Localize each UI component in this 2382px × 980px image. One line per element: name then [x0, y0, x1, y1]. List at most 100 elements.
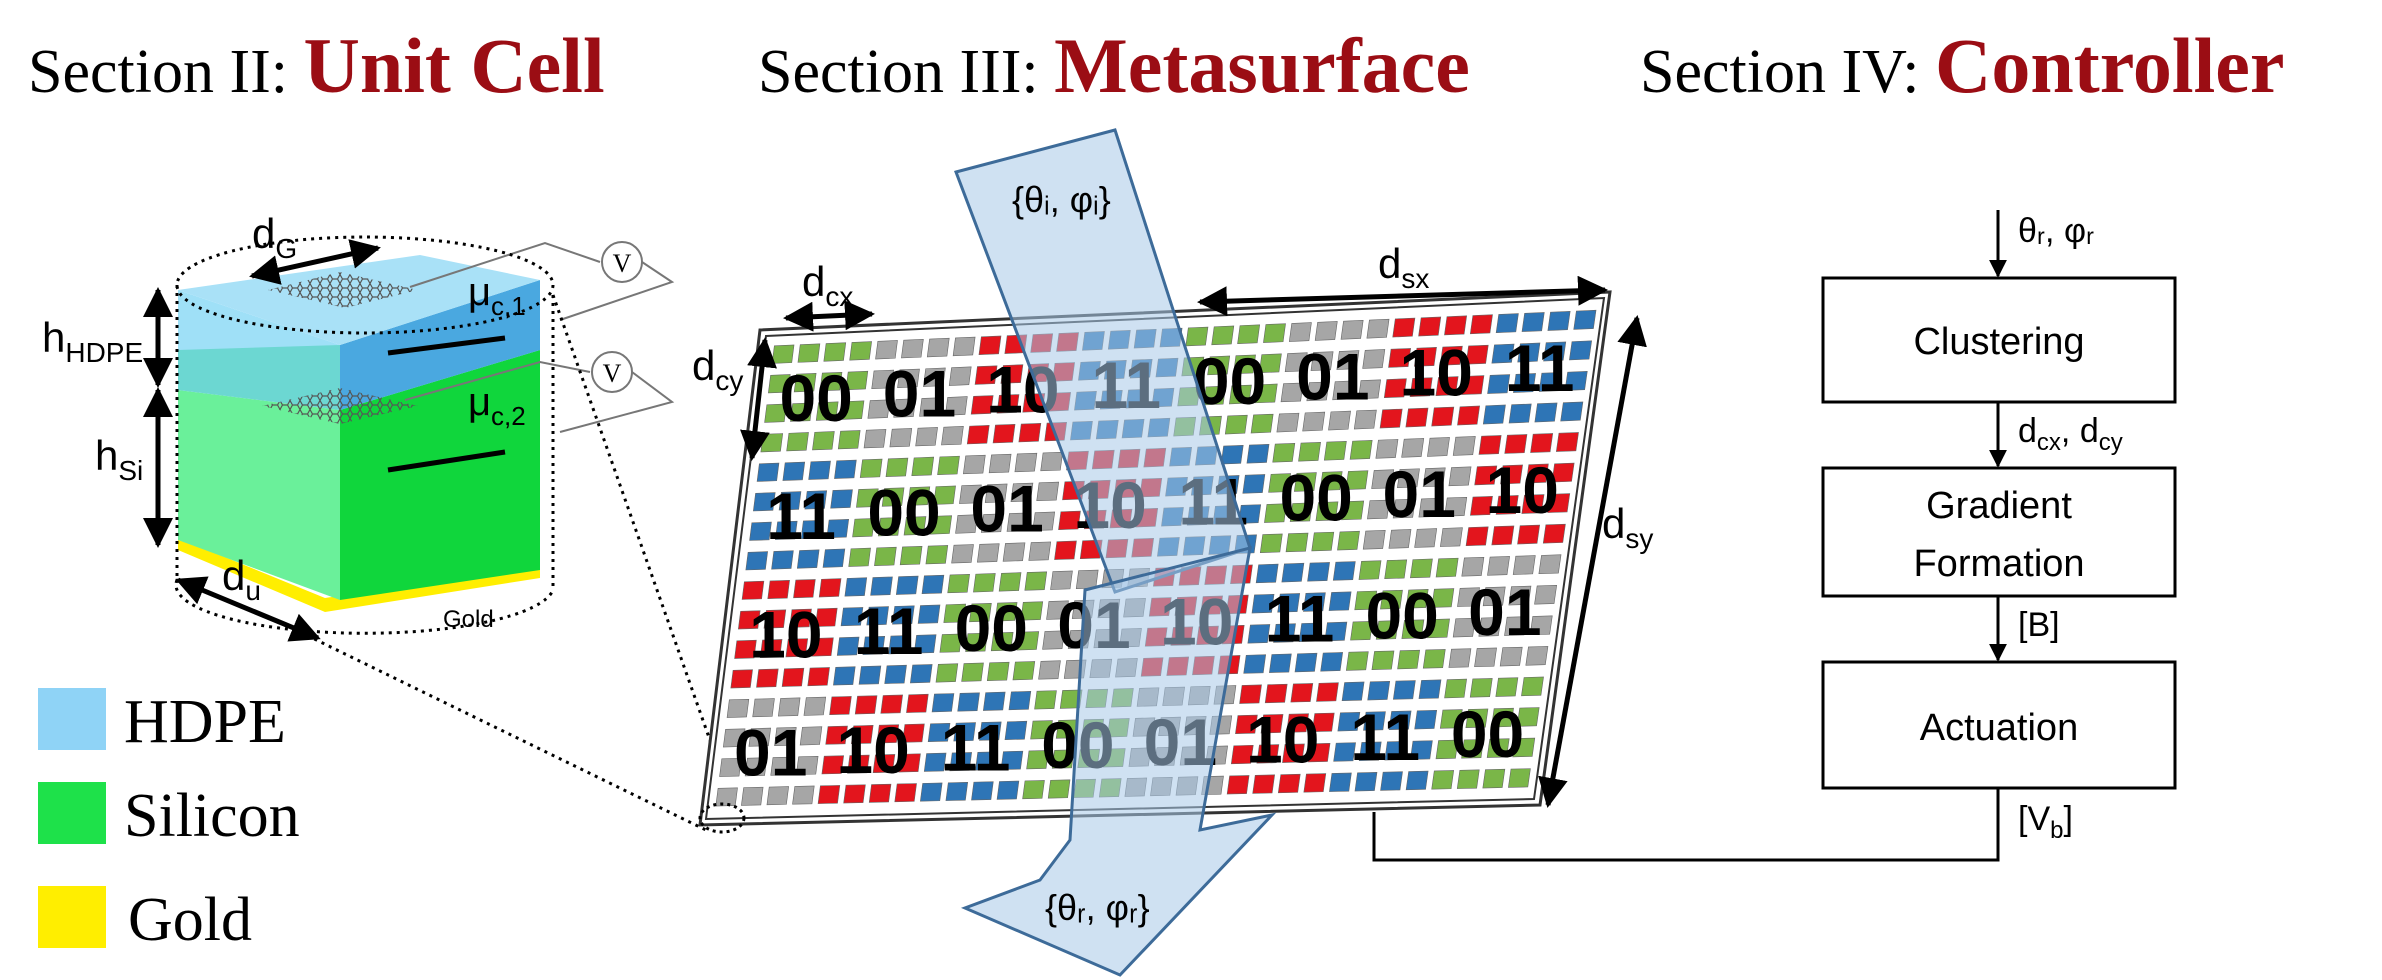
- dim-arrow-dcx: [783, 300, 875, 332]
- output-Vb-label: [Vb]: [2018, 800, 2073, 844]
- legend-label-gold: Gold: [128, 886, 252, 954]
- meta-cell-00: [1521, 676, 1544, 697]
- dim-arrow-dsx: [1197, 275, 1608, 317]
- meta-cell-11: [1405, 770, 1429, 791]
- meta-cell-00: [1224, 414, 1248, 435]
- meta-cell-11: [1521, 312, 1545, 332]
- meta-cell-10: [1226, 775, 1250, 795]
- meta-cell-00: [823, 342, 847, 362]
- meta-cell-00: [1311, 531, 1335, 552]
- meta-cell-00: [1047, 779, 1071, 799]
- meta-cell-01: [1032, 511, 1056, 531]
- meta-cell-00: [1422, 649, 1446, 669]
- meta-cell-10: [1022, 393, 1046, 413]
- meta-cell-00: [856, 488, 879, 508]
- meta-cell-00: [1358, 560, 1382, 580]
- meta-cell-01: [1482, 586, 1506, 607]
- label-dsy: dsy: [1602, 500, 1653, 554]
- meta-cell-10: [741, 580, 765, 600]
- meta-cell-11: [1324, 621, 1348, 642]
- meta-cell-00: [1211, 325, 1235, 346]
- meta-cell-01: [941, 426, 964, 446]
- meta-cell-01: [715, 787, 738, 807]
- meta-cell-10: [880, 694, 903, 714]
- meta-cell-01: [1362, 349, 1386, 369]
- meta-cell-00: [1285, 532, 1309, 553]
- meta-cell-00: [1461, 739, 1484, 759]
- label-dcx: dcx: [802, 258, 853, 312]
- zoom-line-bottom: [299, 630, 707, 832]
- cluster-code-label: 01: [970, 472, 1043, 546]
- meta-cell-10: [1504, 434, 1528, 454]
- cluster-code-label: 00: [1365, 578, 1438, 652]
- meta-cell-10: [1470, 496, 1493, 516]
- meta-cell-00: [1016, 631, 1040, 651]
- meta-cell-11: [1247, 624, 1271, 644]
- meta-cell-00: [1024, 571, 1048, 591]
- meta-cell-11: [1547, 311, 1571, 331]
- meta-cell-01: [803, 696, 827, 716]
- meta-cell-11: [830, 489, 853, 509]
- meta-cell-10: [906, 693, 929, 713]
- meta-cell-10: [756, 668, 779, 688]
- meta-cell-11: [800, 519, 824, 540]
- meta-cell-00: [1229, 384, 1252, 405]
- meta-cell-01: [901, 339, 924, 359]
- meta-cell-00: [837, 430, 861, 450]
- meta-cell-00: [947, 574, 970, 594]
- cluster-code-label: 11: [766, 479, 836, 553]
- label-gold: Gold: [443, 606, 494, 633]
- meta-cell-00: [1337, 530, 1360, 551]
- meta-cell-10: [1316, 682, 1339, 702]
- meta-cell-10: [1230, 744, 1254, 765]
- meta-cell-01: [863, 429, 887, 449]
- meta-cell-10: [992, 424, 1016, 444]
- meta-cell-01: [1336, 350, 1360, 370]
- meta-cell-00: [1341, 500, 1365, 521]
- meta-cell-11: [895, 575, 919, 595]
- cluster-code-label: 10: [1400, 335, 1473, 409]
- meta-cell-10: [781, 667, 805, 687]
- meta-cell-00: [929, 515, 953, 535]
- legend-label-silicon: Silicon: [124, 782, 300, 850]
- dim-arrow-dsy: [1538, 315, 1647, 808]
- meta-cell-11: [1487, 374, 1511, 394]
- meta-cell-01: [1397, 468, 1420, 488]
- meta-cell-11: [975, 751, 998, 771]
- meta-cell-01: [744, 757, 768, 777]
- meta-cell-01: [897, 368, 920, 388]
- svg-text:V: V: [613, 249, 632, 278]
- meta-cell-10: [1252, 774, 1275, 794]
- meta-cell-10: [1435, 376, 1459, 396]
- cluster-code-label: 00: [955, 591, 1028, 665]
- meta-cell-01: [926, 337, 950, 358]
- meta-cell-00: [1512, 737, 1536, 758]
- meta-cell-11: [913, 634, 937, 654]
- meta-cell-01: [919, 397, 942, 417]
- meta-cell-10: [1469, 314, 1493, 335]
- meta-cell-11: [996, 780, 1020, 800]
- meta-cell-11: [1513, 373, 1536, 393]
- dim-arrow-dcy: [740, 337, 777, 461]
- meta-cell-11: [826, 519, 850, 539]
- graphene-sheet-bottom: [262, 388, 418, 424]
- meta-cell-10: [1311, 712, 1335, 732]
- controller-input-label: θᵣ, φᵣ: [2018, 212, 2094, 250]
- meta-cell-10: [1491, 525, 1515, 546]
- meta-cell-01: [1457, 587, 1480, 607]
- meta-cell-11: [1328, 591, 1352, 611]
- meta-cell-10: [1414, 347, 1437, 367]
- meta-cell-10: [1260, 714, 1284, 734]
- meta-cell-00: [1250, 413, 1274, 434]
- meta-cell-01: [1358, 379, 1381, 400]
- meta-cell-11: [836, 636, 860, 656]
- meta-cell-01: [1302, 411, 1326, 432]
- meta-cell-11: [822, 548, 846, 568]
- meta-cell-01: [766, 786, 790, 806]
- meta-cell-01: [1040, 451, 1064, 472]
- meta-cell-11: [756, 462, 780, 482]
- meta-cell-00: [1350, 621, 1373, 641]
- meta-cell-00: [1254, 383, 1278, 404]
- meta-cell-00: [1431, 770, 1455, 790]
- meta-cell-11: [858, 665, 882, 685]
